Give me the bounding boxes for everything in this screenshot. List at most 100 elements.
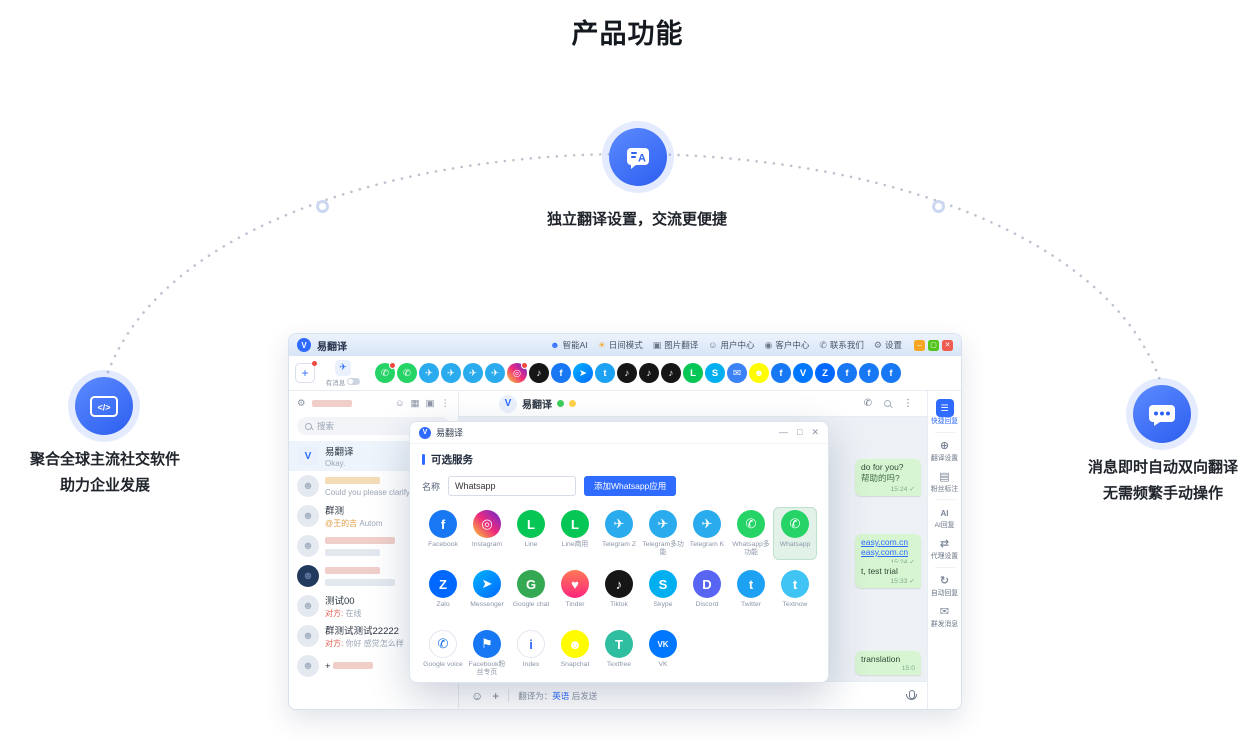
sidebar-item-ai-reply[interactable]: AI AI回复 bbox=[928, 503, 961, 533]
add-app-button[interactable]: + bbox=[295, 361, 317, 383]
menu-item-day-mode[interactable]: ☀日间模式 bbox=[597, 339, 643, 351]
tinder-icon: ♥ bbox=[561, 570, 589, 599]
add-whatsapp-button[interactable]: 添加Whatsapp应用 bbox=[584, 476, 677, 496]
chat-more-icon[interactable]: ⋮ bbox=[903, 398, 913, 409]
menu-item-customer-center[interactable]: ◉客户中心 bbox=[764, 339, 810, 351]
minimize-button[interactable]: ▢ bbox=[928, 339, 939, 351]
contact-row[interactable] bbox=[289, 531, 458, 561]
message-link[interactable]: easy.com.cn bbox=[861, 547, 909, 557]
contact-row-qunceshi[interactable]: 群测试测试22222 对方: 你好 感觉怎么样 bbox=[289, 621, 458, 651]
facebook-icon[interactable]: f bbox=[771, 363, 791, 383]
search-icon bbox=[305, 422, 312, 430]
facebook-icon[interactable]: f bbox=[837, 363, 857, 383]
line-icon[interactable]: L bbox=[683, 363, 703, 383]
skype-icon[interactable]: S bbox=[705, 363, 725, 383]
close-button[interactable]: ✕ bbox=[942, 339, 953, 351]
contact-row-ceshi00[interactable]: 测试00 对方: 在线 bbox=[289, 591, 458, 621]
app-option-google-voice[interactable]: ✆Google voice bbox=[421, 627, 465, 680]
menu-item-user-center[interactable]: ☺用户中心 bbox=[708, 340, 755, 350]
sidebar-item-quick-reply[interactable]: ☰ 快捷回复 bbox=[928, 396, 961, 429]
telegram-icon[interactable]: ✈ bbox=[441, 363, 461, 383]
textfree-icon: T bbox=[605, 630, 633, 659]
facebook-icon[interactable]: f bbox=[551, 363, 571, 383]
whatsapp-icon[interactable]: ✆ bbox=[397, 363, 417, 383]
theme-button[interactable]: – bbox=[914, 339, 925, 351]
instagram-icon[interactable]: ◎ bbox=[507, 363, 528, 383]
app-option-telegram-k[interactable]: ✈Telegram K bbox=[685, 507, 729, 560]
twitter-icon[interactable]: t bbox=[595, 363, 615, 383]
sidebar-item-fan-tag[interactable]: ▤ 粉丝标注 bbox=[928, 467, 961, 497]
microphone-icon[interactable] bbox=[906, 689, 917, 702]
chat-search-icon[interactable] bbox=[884, 400, 891, 407]
message-time: 15:0 bbox=[901, 665, 915, 672]
groups-icon[interactable]: ▦ bbox=[410, 397, 420, 409]
message-toggle[interactable] bbox=[347, 378, 361, 385]
tiktok-icon[interactable]: ♪ bbox=[617, 363, 637, 383]
facebook-icon[interactable]: f bbox=[881, 363, 901, 383]
messenger-icon[interactable]: ➤ bbox=[573, 363, 593, 383]
menu-item-settings[interactable]: ⚙设置 bbox=[873, 339, 902, 351]
sidebar-item-translate-settings[interactable]: ⊕ 翻译设置 bbox=[928, 436, 961, 466]
sidebar-item-broadcast[interactable]: ✉ 群发消息 bbox=[928, 602, 961, 632]
telegram-icon[interactable]: ✈ bbox=[485, 363, 505, 383]
app-option-tiktok[interactable]: ♪Tiktok bbox=[597, 567, 641, 620]
app-option-tinder[interactable]: ♥Tinder bbox=[553, 567, 597, 620]
tiktok-icon[interactable]: ♪ bbox=[639, 363, 659, 383]
tiktok-icon[interactable]: ♪ bbox=[661, 363, 681, 383]
sidebar-item-auto-reply[interactable]: ↻ 自动回复 bbox=[928, 571, 961, 601]
user-icon: ☺ bbox=[708, 340, 718, 350]
menu-item-ai[interactable]: ☻智能AI bbox=[550, 340, 588, 350]
tiktok-icon[interactable]: ♪ bbox=[529, 363, 549, 383]
app-option-messenger[interactable]: ➤Messenger bbox=[465, 567, 509, 620]
menu-item-image-translate[interactable]: ▣图片翻译 bbox=[652, 339, 699, 351]
contacts-icon[interactable]: ☺ bbox=[394, 397, 405, 409]
app-option-instagram[interactable]: ◎Instagram bbox=[465, 507, 509, 560]
more-icon[interactable]: ⋮ bbox=[440, 397, 451, 409]
app-option-facebook-pages[interactable]: ⚑Facebook粉丝专页 bbox=[465, 627, 509, 680]
menu-item-contact-us[interactable]: ✆联系我们 bbox=[819, 339, 864, 351]
telegram-icon[interactable]: ✈ bbox=[419, 363, 439, 383]
dialog-minimize-icon[interactable]: — bbox=[779, 427, 789, 437]
zalo-icon[interactable]: Z bbox=[815, 363, 835, 383]
app-name-input[interactable] bbox=[448, 476, 577, 496]
app-option-telegram-z[interactable]: ✈Telegram Z bbox=[597, 507, 641, 560]
pinned-app[interactable]: ✈ 有消息 bbox=[320, 359, 366, 387]
attach-plus-icon[interactable]: + bbox=[492, 688, 500, 703]
vk-icon[interactable]: V bbox=[793, 363, 813, 383]
search-input[interactable] bbox=[317, 421, 427, 431]
sidebar-item-proxy-settings[interactable]: ⇄ 代理设置 bbox=[928, 534, 961, 564]
dialog-maximize-icon[interactable]: □ bbox=[797, 427, 803, 437]
dialog-close-icon[interactable]: ✕ bbox=[811, 427, 819, 437]
contact-row-quncei[interactable]: 群测 @王的吉 Autom bbox=[289, 501, 458, 531]
aggregate-feature-icon: </> bbox=[75, 377, 133, 435]
app-option-whatsapp-selected[interactable]: ✆Whatsapp bbox=[773, 507, 817, 561]
message-link[interactable]: easy.com.cn bbox=[861, 537, 909, 547]
app-option-snapchat[interactable]: ☻Snapchat bbox=[553, 627, 597, 680]
contact-row[interactable] bbox=[289, 561, 458, 591]
app-option-telegram-multi[interactable]: ✈Telegram多功能 bbox=[641, 507, 685, 560]
contact-row[interactable]: Could you please clarify bbox=[289, 471, 458, 501]
facebook-icon[interactable]: f bbox=[859, 363, 879, 383]
telegram-icon[interactable]: ✈ bbox=[463, 363, 483, 383]
translate-setting-text[interactable]: 翻译为：英语 后发送 bbox=[518, 690, 598, 701]
call-icon[interactable]: ✆ bbox=[863, 398, 872, 409]
calendar-icon[interactable]: ▣ bbox=[425, 397, 435, 409]
app-option-whatsapp-multi[interactable]: ✆Whatsapp多功能 bbox=[729, 507, 773, 560]
snapchat-icon[interactable]: ☻ bbox=[749, 363, 769, 383]
whatsapp-icon[interactable]: ✆ bbox=[375, 363, 396, 383]
wrench-icon[interactable]: ⚙ bbox=[297, 397, 306, 409]
emoji-icon[interactable]: ☺ bbox=[471, 688, 484, 703]
imessage-icon[interactable]: ✉ bbox=[727, 363, 747, 383]
